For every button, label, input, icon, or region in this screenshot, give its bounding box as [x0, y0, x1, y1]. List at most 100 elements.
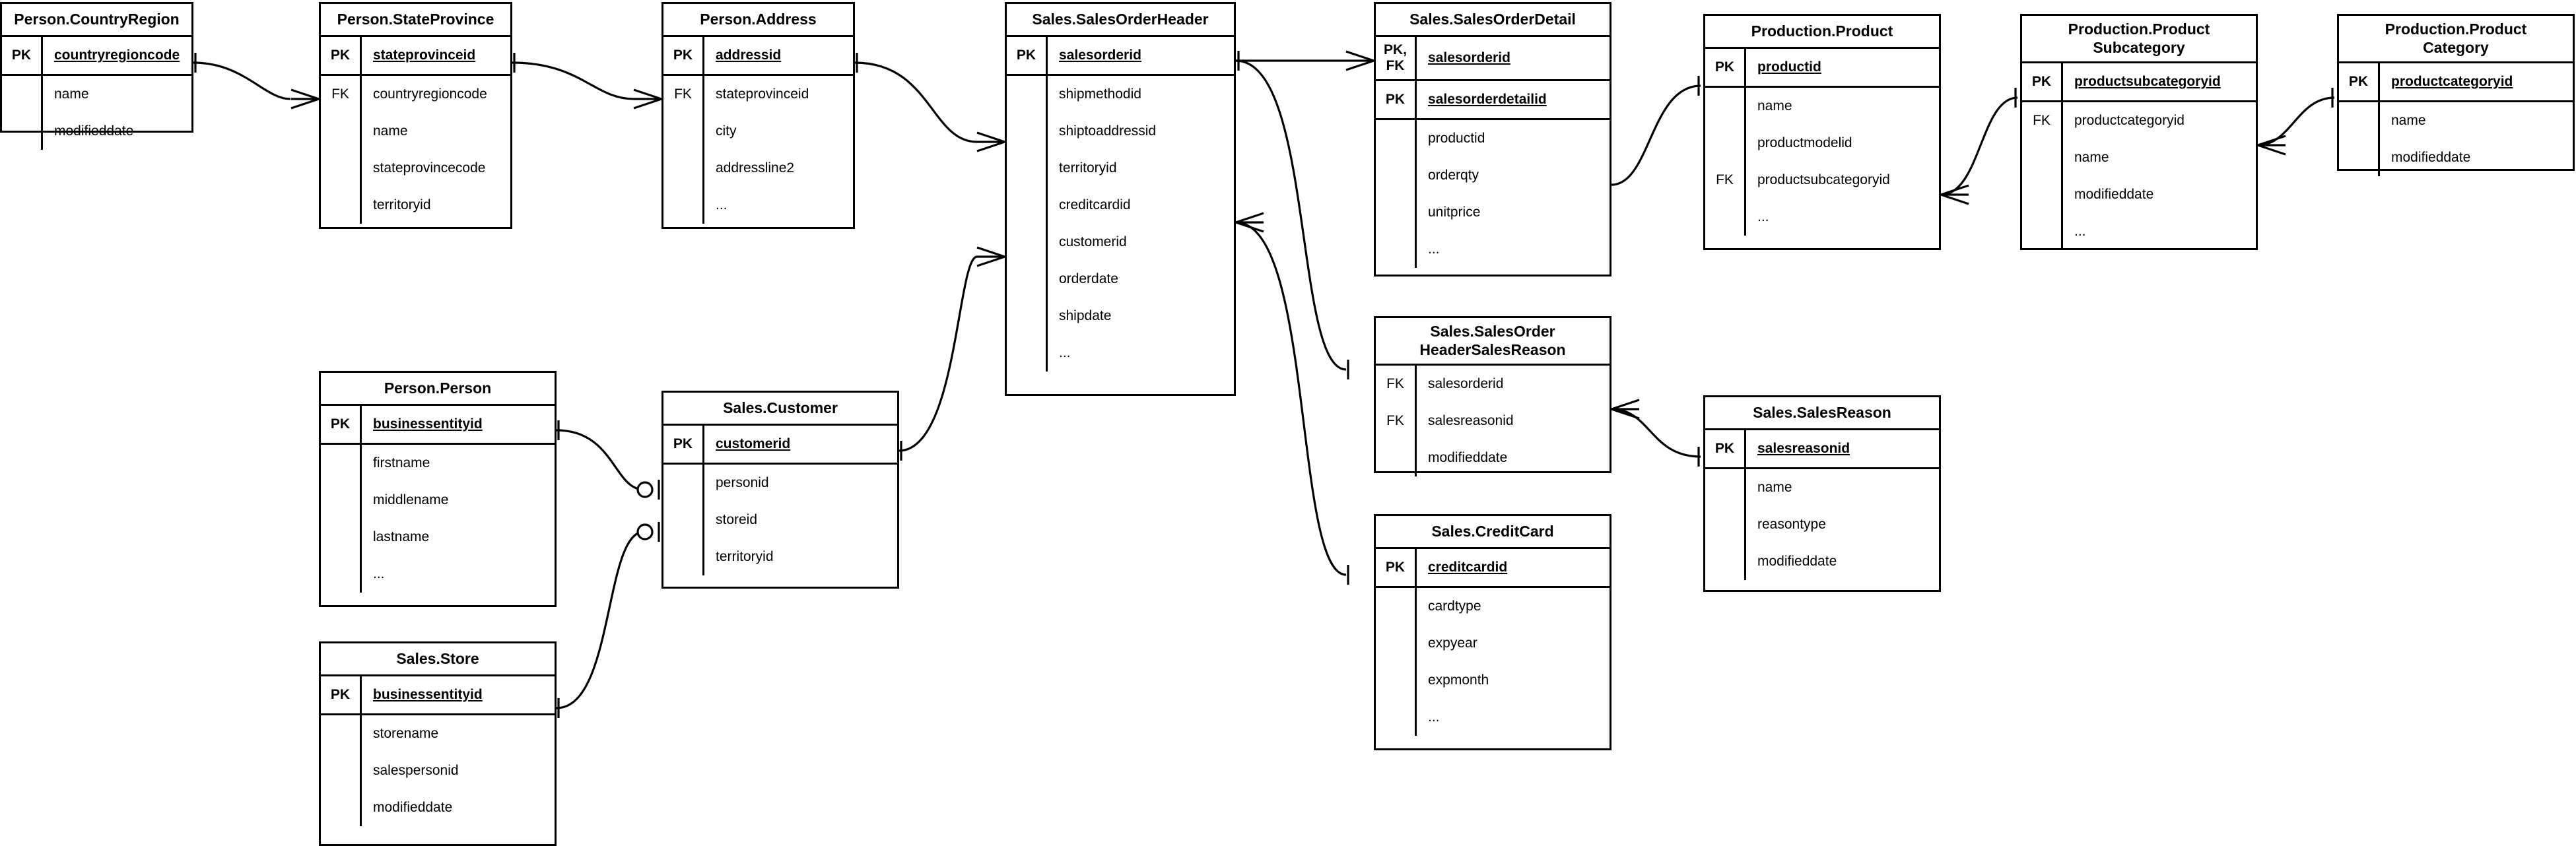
- attribute-row[interactable]: storename: [321, 715, 555, 752]
- attribute-row[interactable]: name: [321, 113, 510, 150]
- entity-sales-customer[interactable]: Sales.Customer PK customerid personid st…: [661, 391, 899, 589]
- key-badge: PK: [1376, 549, 1417, 586]
- attribute-row[interactable]: territoryid: [1007, 150, 1234, 187]
- entity-sales-salesorderheader[interactable]: Sales.SalesOrderHeader PK salesorderid s…: [1005, 2, 1236, 396]
- key-badge: [663, 187, 704, 224]
- attribute-row[interactable]: PK stateprovinceid: [321, 37, 510, 74]
- key-badge: [2022, 139, 2063, 176]
- attribute-row[interactable]: lastname: [321, 519, 555, 556]
- attribute-row[interactable]: territoryid: [663, 538, 897, 575]
- entity-sales-salesreason[interactable]: Sales.SalesReason PK salesreasonid name …: [1703, 395, 1941, 592]
- attribute-row[interactable]: name: [1705, 469, 1939, 506]
- attribute-row[interactable]: productid: [1376, 120, 1610, 157]
- attribute-row[interactable]: shipmethodid: [1007, 76, 1234, 113]
- attribute-row[interactable]: name: [2022, 139, 2256, 176]
- attribute-row[interactable]: ...: [2022, 213, 2256, 250]
- entity-person-address[interactable]: Person.Address PK addressid FK stateprov…: [661, 2, 855, 229]
- attribute-row[interactable]: storeid: [663, 502, 897, 538]
- attribute-row[interactable]: unitprice: [1376, 194, 1610, 231]
- attribute-row[interactable]: modifieddate: [2, 113, 191, 150]
- attribute-row[interactable]: shiptoaddressid: [1007, 113, 1234, 150]
- entity-key-section: PK productsubcategoryid: [2022, 63, 2256, 102]
- attribute-row[interactable]: modifieddate: [1705, 543, 1939, 580]
- entity-production-productsubcategory[interactable]: Production.Product Subcategory PK produc…: [2020, 14, 2258, 250]
- entity-attr-section: personid storeid territoryid: [663, 465, 897, 575]
- attribute-row[interactable]: FK salesreasonid: [1376, 403, 1610, 439]
- attribute-row[interactable]: PK salesreasonid: [1705, 430, 1939, 467]
- attribute-row[interactable]: PK, FK salesorderid: [1376, 37, 1610, 81]
- attribute-row[interactable]: orderqty: [1376, 157, 1610, 194]
- key-badge: PK: [321, 676, 362, 713]
- attribute-row[interactable]: PK salesorderdetailid: [1376, 81, 1610, 118]
- entity-sales-creditcard[interactable]: Sales.CreditCard PK creditcardid cardtyp…: [1374, 514, 1611, 750]
- attribute-row[interactable]: salespersonid: [321, 752, 555, 789]
- attribute-row[interactable]: FK salesorderid: [1376, 366, 1610, 403]
- attribute-row[interactable]: orderdate: [1007, 261, 1234, 298]
- attribute-row[interactable]: customerid: [1007, 224, 1234, 261]
- attribute-row[interactable]: PK salesorderid: [1007, 37, 1234, 74]
- entity-key-section: PK productid: [1705, 49, 1939, 88]
- attribute-row[interactable]: productmodelid: [1705, 125, 1939, 162]
- key-badge: [1376, 194, 1417, 231]
- attribute-row[interactable]: FK countryregioncode: [321, 76, 510, 113]
- attribute-row[interactable]: creditcardid: [1007, 187, 1234, 224]
- attribute-row[interactable]: PK productcategoryid: [2339, 63, 2573, 100]
- attribute-name: city: [716, 123, 737, 139]
- attribute-row[interactable]: expmonth: [1376, 662, 1610, 699]
- attribute-row[interactable]: modifieddate: [2339, 139, 2573, 176]
- attribute-row[interactable]: expyear: [1376, 625, 1610, 662]
- key-badge: [321, 715, 362, 752]
- entity-person-person[interactable]: Person.Person PK businessentityid firstn…: [319, 371, 557, 607]
- attribute-row[interactable]: ...: [663, 187, 853, 224]
- attribute-name: reasontype: [1757, 517, 1826, 532]
- attribute-row[interactable]: personid: [663, 465, 897, 502]
- attribute-name: ...: [1428, 709, 1440, 725]
- attribute-row[interactable]: PK businessentityid: [321, 676, 555, 713]
- attribute-row[interactable]: FK productsubcategoryid: [1705, 162, 1939, 199]
- attribute-row[interactable]: PK creditcardid: [1376, 549, 1610, 586]
- attribute-row[interactable]: cardtype: [1376, 588, 1610, 625]
- entity-key-section: PK stateprovinceid: [321, 37, 510, 76]
- entity-title: Sales.Store: [321, 643, 555, 676]
- attribute-row[interactable]: addressline2: [663, 150, 853, 187]
- entity-key-section: PK, FK salesorderid PK salesorderdetaili…: [1376, 37, 1610, 120]
- attribute-row[interactable]: name: [2, 76, 191, 113]
- attribute-name: salesorderdetailid: [1428, 92, 1547, 107]
- attribute-row[interactable]: PK productsubcategoryid: [2022, 63, 2256, 100]
- attribute-row[interactable]: reasontype: [1705, 506, 1939, 543]
- entity-production-productcategory[interactable]: Production.Product Category PK productca…: [2337, 14, 2575, 176]
- entity-sales-store[interactable]: Sales.Store PK businessentityid storenam…: [319, 641, 557, 846]
- attribute-row[interactable]: firstname: [321, 445, 555, 482]
- entity-person-stateprovince[interactable]: Person.StateProvince PK stateprovinceid …: [319, 2, 512, 229]
- attribute-row[interactable]: middlename: [321, 482, 555, 519]
- attribute-row[interactable]: name: [1705, 88, 1939, 125]
- attribute-name: territoryid: [716, 549, 774, 564]
- entity-production-product[interactable]: Production.Product PK productid name pro…: [1703, 14, 1941, 250]
- attribute-row[interactable]: ...: [1376, 699, 1610, 736]
- attribute-row[interactable]: ...: [1705, 199, 1939, 236]
- attribute-row[interactable]: FK stateprovinceid: [663, 76, 853, 113]
- attribute-row[interactable]: PK businessentityid: [321, 406, 555, 443]
- key-badge: [663, 113, 704, 150]
- attribute-row[interactable]: PK addressid: [663, 37, 853, 74]
- entity-sales-salesorderheadersalesreason[interactable]: Sales.SalesOrder HeaderSalesReason FK sa…: [1374, 316, 1611, 476]
- attribute-row[interactable]: ...: [1376, 231, 1610, 268]
- attribute-row[interactable]: modifieddate: [2022, 176, 2256, 213]
- entity-person-countryregion[interactable]: Person.CountryRegion PK countryregioncod…: [0, 2, 193, 150]
- attribute-row[interactable]: territoryid: [321, 187, 510, 224]
- attribute-row[interactable]: city: [663, 113, 853, 150]
- attribute-row[interactable]: FK productcategoryid: [2022, 102, 2256, 139]
- attribute-row[interactable]: shipdate: [1007, 298, 1234, 335]
- key-badge: [2, 76, 43, 113]
- attribute-row[interactable]: modifieddate: [1376, 439, 1610, 476]
- attribute-row[interactable]: PK countryregioncode: [2, 37, 191, 74]
- entity-sales-salesorderdetail[interactable]: Sales.SalesOrderDetail PK, FK salesorder…: [1374, 2, 1611, 277]
- attribute-row[interactable]: ...: [1007, 335, 1234, 372]
- attribute-row[interactable]: PK customerid: [663, 426, 897, 463]
- attribute-row[interactable]: stateprovincecode: [321, 150, 510, 187]
- attribute-row[interactable]: ...: [321, 556, 555, 593]
- attribute-row[interactable]: name: [2339, 102, 2573, 139]
- attribute-row[interactable]: PK productid: [1705, 49, 1939, 86]
- attribute-row[interactable]: modifieddate: [321, 789, 555, 826]
- attribute-name: shipmethodid: [1059, 86, 1141, 102]
